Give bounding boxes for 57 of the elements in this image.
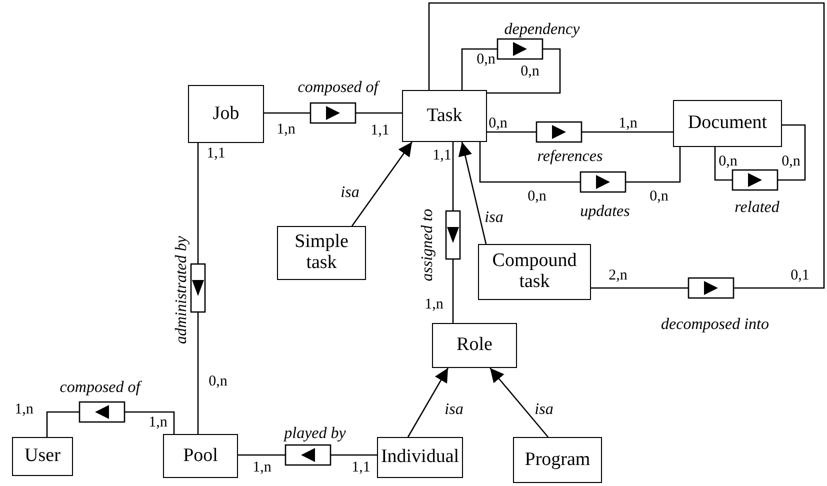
cardinality-label: 1,1 (370, 122, 390, 140)
edge-label: played by (284, 425, 346, 443)
cardinality-label: 0,n (208, 374, 228, 390)
arrow (458, 142, 487, 244)
cardinality-label: 1,n (424, 296, 444, 314)
entity-box: Individual (377, 437, 463, 478)
cardinality-label: 0,n (650, 188, 668, 206)
entity-box: Task (402, 90, 487, 142)
cardinality-label: 0,n (520, 64, 540, 80)
edge-label: decomposed into (661, 316, 769, 334)
edge-label: isa (340, 184, 360, 202)
cardinality-label: 1,n (276, 122, 296, 138)
edge-label: dependency (504, 21, 580, 39)
cardinality-label: 0,n (528, 188, 546, 206)
relationship-arrow (428, 2, 825, 299)
edge-label: composed of (60, 379, 140, 397)
relationship-arrow (46, 401, 175, 437)
cardinality-label: 2,n (608, 268, 628, 284)
cardinality-label: 1,n (148, 414, 168, 432)
entity-box: Job (188, 85, 264, 143)
edge-label: isa (534, 401, 554, 419)
edge-label: assigned to (419, 208, 437, 282)
relationship-arrow (190, 143, 206, 434)
cardinality-label: 0,n (476, 52, 496, 68)
entity-box: Pool (163, 434, 238, 478)
entity-box: User (12, 437, 73, 476)
edge-label: isa (444, 401, 464, 419)
cardinality-label: 1,1 (206, 146, 226, 162)
edge-label: updates (580, 203, 630, 221)
relationship-arrow (264, 102, 402, 124)
relationship-arrow (487, 121, 673, 143)
cardinality-label: 1,n (252, 460, 272, 476)
cardinality-label: 0,1 (790, 268, 810, 284)
cardinality-label: 1,1 (352, 460, 370, 476)
edge-label: composed of (298, 79, 378, 97)
edge-label: isa (484, 209, 504, 227)
entity-box: Role (432, 323, 517, 368)
cardinality-label: 1,n (618, 116, 638, 132)
edge-label: administrated by (173, 236, 191, 344)
relationship-arrow (479, 142, 681, 193)
edge-label: related (734, 199, 780, 217)
entity-box: Document (673, 100, 782, 147)
cardinality-label: 0,n (718, 154, 738, 170)
cardinality-label: 0,n (488, 116, 508, 132)
relationship-arrow (445, 142, 461, 323)
entity-box: Compound task (478, 244, 591, 300)
edge-label: references (537, 148, 603, 166)
cardinality-label: 1,1 (432, 148, 452, 164)
cardinality-label: 1,n (14, 402, 34, 418)
arrow (407, 368, 449, 438)
arrow (490, 368, 548, 438)
relationship-arrow (238, 444, 377, 466)
arrow (351, 142, 413, 226)
relationship-arrow (461, 38, 561, 94)
entity-box: Simple task (277, 226, 366, 280)
cardinality-label: 0,n (782, 154, 800, 170)
entity-box: Program (513, 437, 602, 483)
